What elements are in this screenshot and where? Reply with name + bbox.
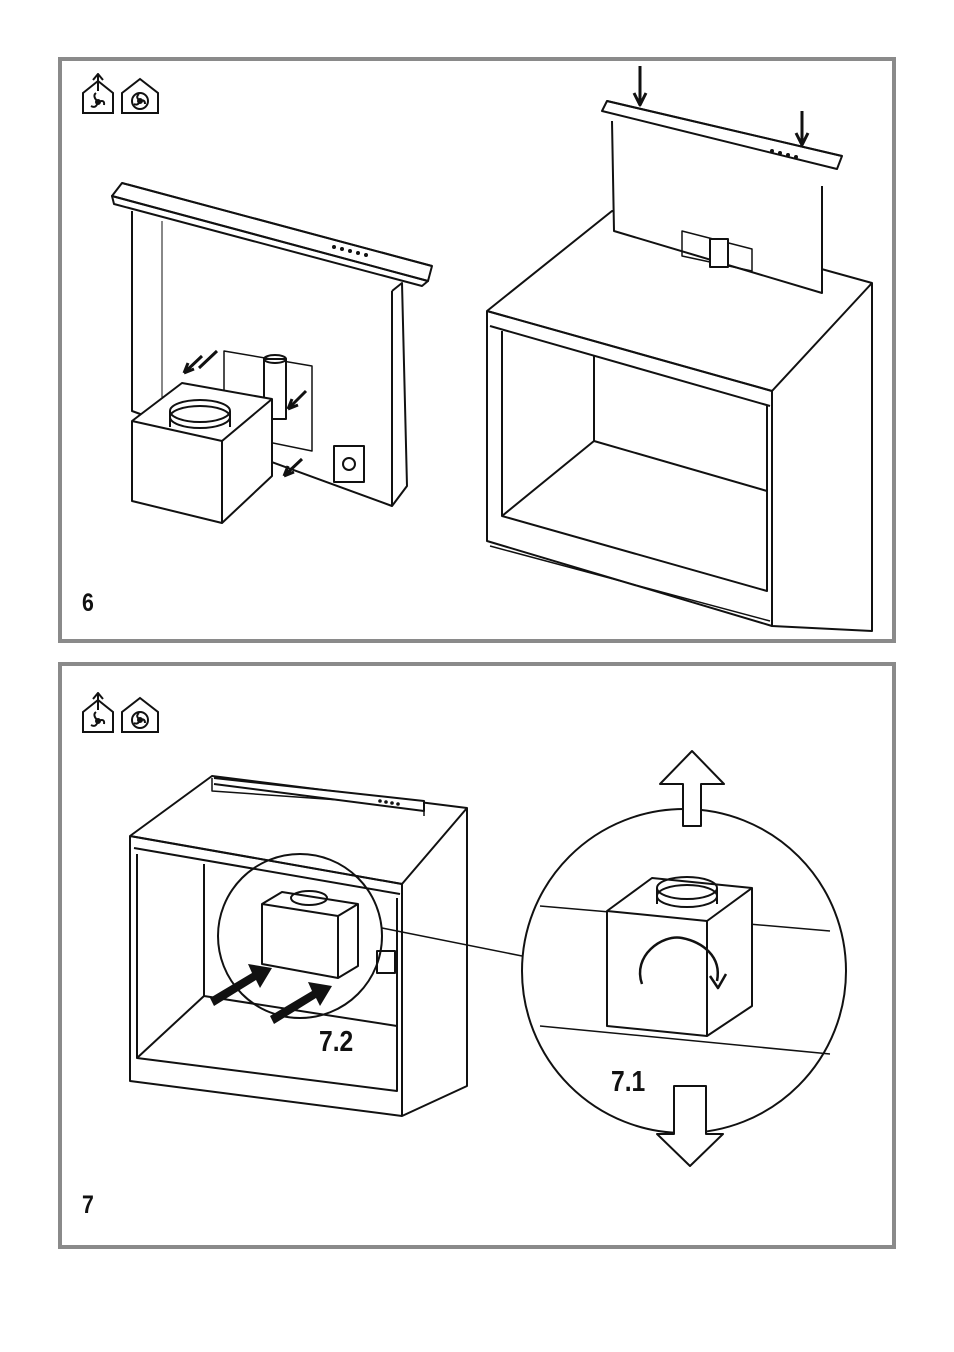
downdraft-hood-rear-view (112, 183, 432, 523)
callout-7-1: 7.1 (611, 1066, 645, 1099)
step-7-panel: 7.2 7.1 7 (58, 662, 896, 1249)
cabinet-front-view (130, 776, 467, 1116)
motor-box-detail (607, 877, 752, 1036)
cabinet-with-hood (487, 66, 872, 631)
step-number: 6 (82, 589, 94, 618)
step-6-illustration (62, 61, 892, 639)
callout-7-2: 7.2 (319, 1026, 353, 1059)
step-6-panel: 6 (58, 57, 896, 643)
step-7-illustration (62, 666, 892, 1245)
detail-magnified-view (522, 751, 846, 1166)
step-number: 7 (82, 1191, 94, 1220)
motor-box (132, 383, 272, 523)
